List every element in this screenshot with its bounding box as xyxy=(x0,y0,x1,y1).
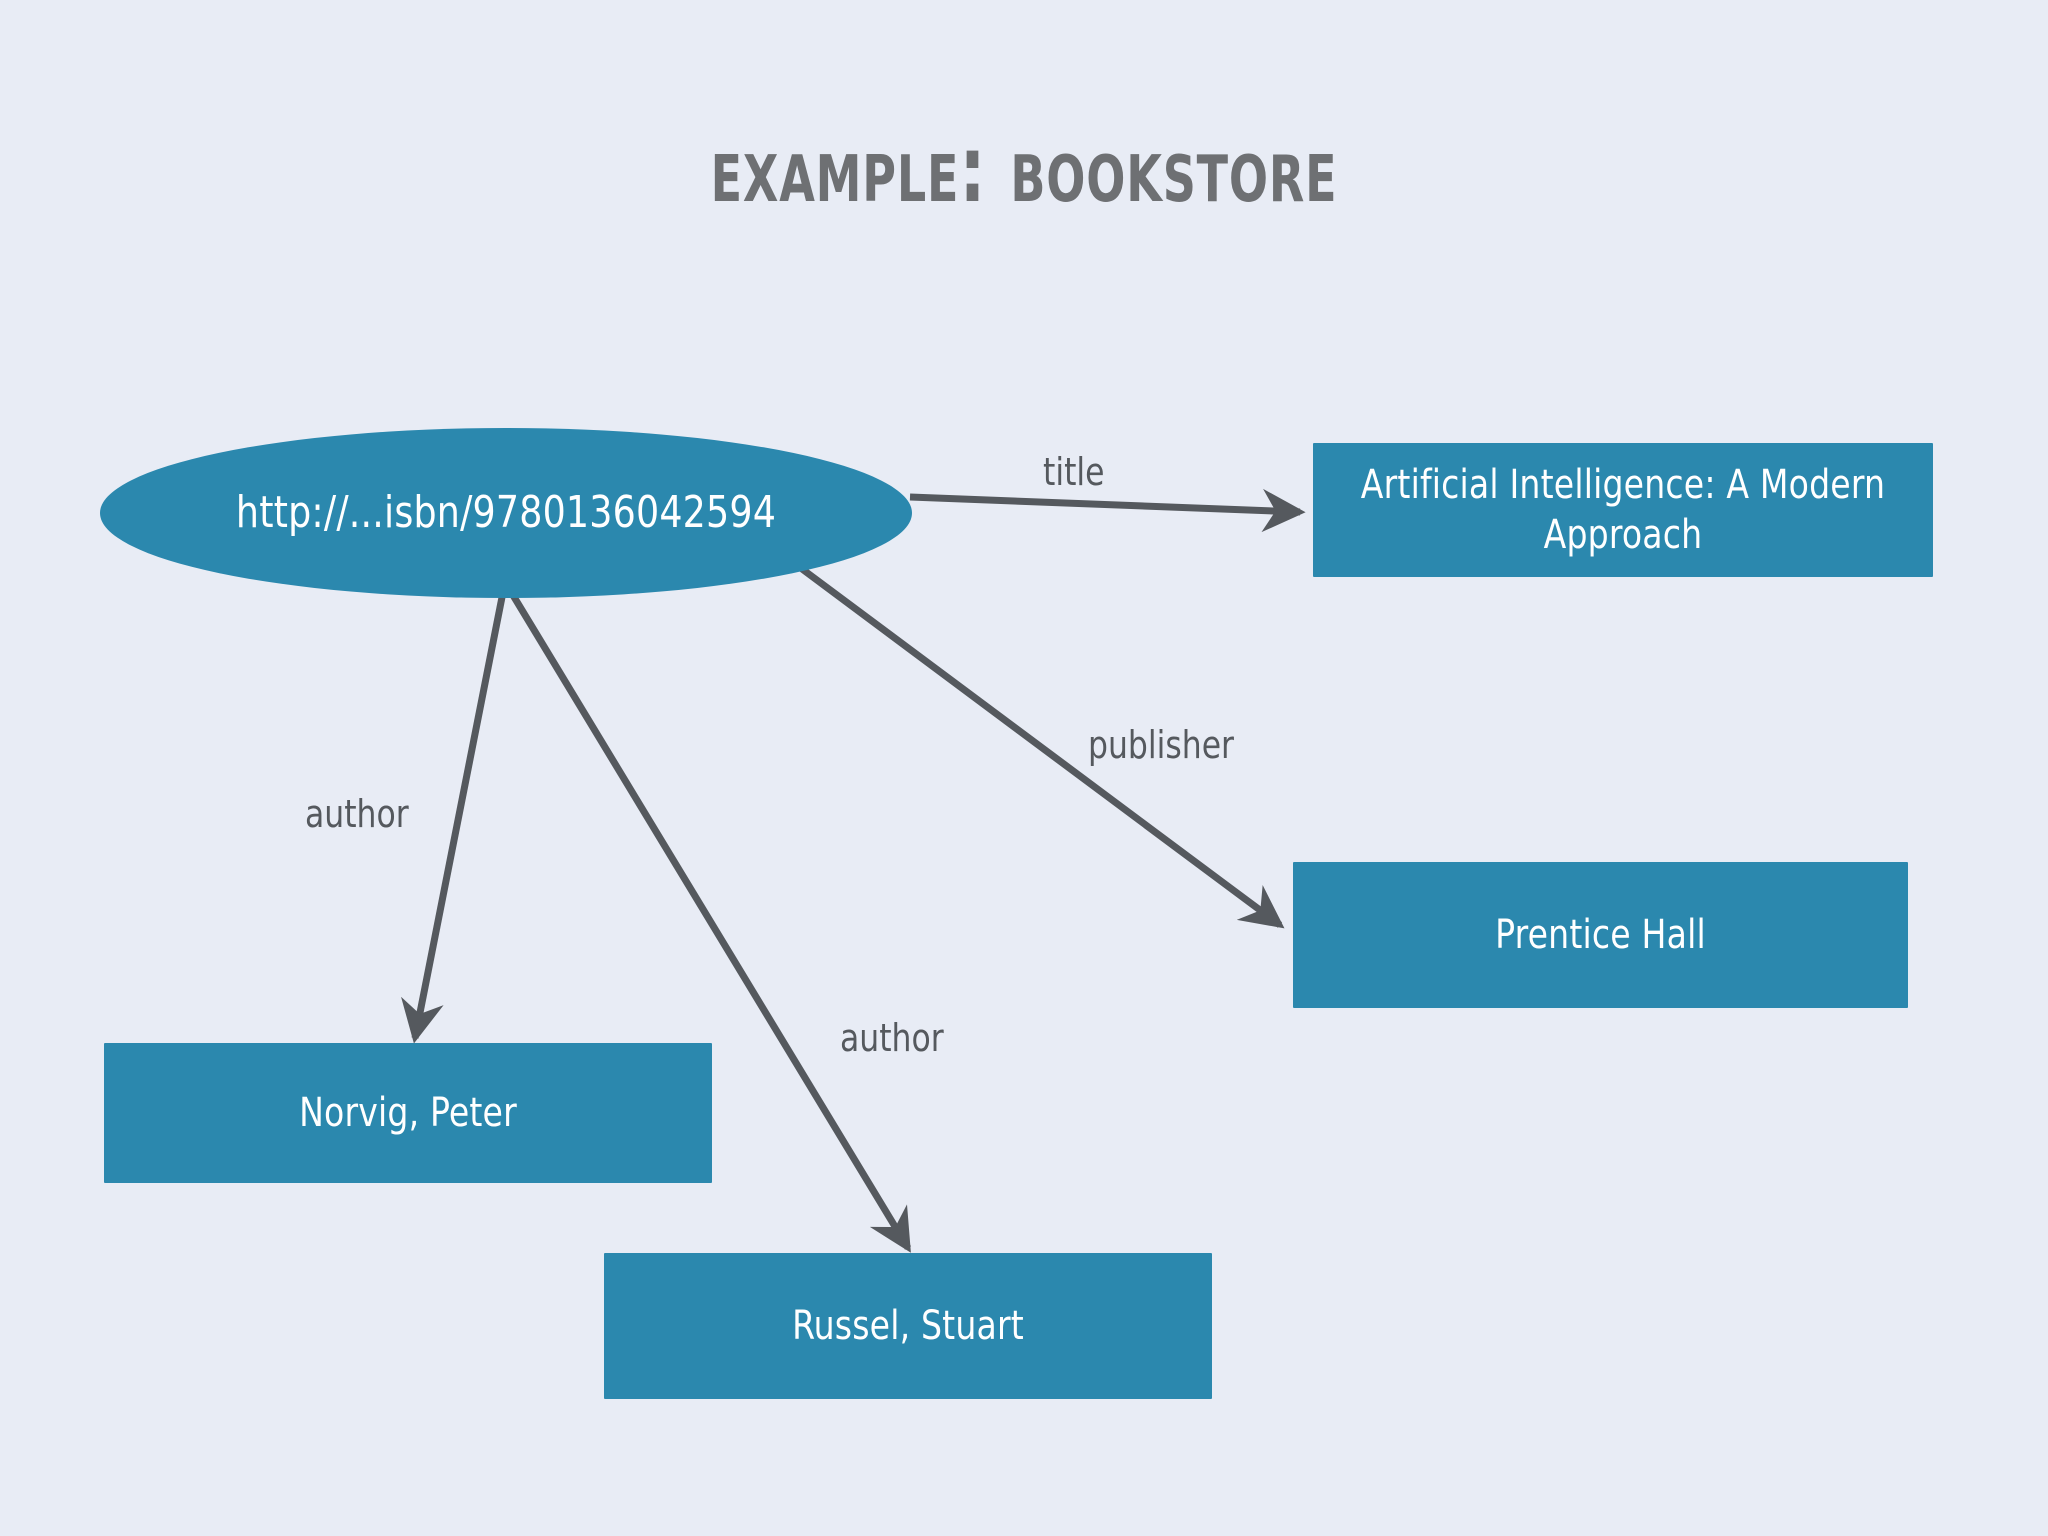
graph-node-author-value-1[interactable]: Norvig, Peter xyxy=(104,1043,712,1183)
edge-label-author-1: author xyxy=(305,792,409,836)
page-title: Example: bookstore xyxy=(710,116,1338,223)
edge-author-2 xyxy=(502,580,911,1253)
edge-author-1 xyxy=(401,581,509,1044)
graph-node-title-value[interactable]: Artificial Intelligence: A Modern Approa… xyxy=(1313,443,1933,577)
graph-node-author-value-2-label: Russel, Stuart xyxy=(792,1303,1024,1349)
graph-node-publisher-value-label: Prentice Hall xyxy=(1495,912,1706,958)
graph-node-publisher-value[interactable]: Prentice Hall xyxy=(1293,862,1908,1008)
edge-publisher xyxy=(787,557,1285,929)
graph-node-subject-label: http://...isbn/9780136042594 xyxy=(235,487,777,538)
graph-node-subject[interactable]: http://...isbn/9780136042594 xyxy=(100,428,912,598)
graph-node-author-value-2[interactable]: Russel, Stuart xyxy=(604,1253,1212,1399)
graph-node-title-value-label: Artificial Intelligence: A Modern Approa… xyxy=(1360,462,1886,558)
edge-label-publisher: publisher xyxy=(1088,723,1234,767)
edge-title xyxy=(909,488,1306,533)
edge-label-title: title xyxy=(1043,450,1105,494)
graph-node-author-value-1-label: Norvig, Peter xyxy=(299,1090,517,1136)
edge-label-author-2: author xyxy=(840,1016,944,1060)
